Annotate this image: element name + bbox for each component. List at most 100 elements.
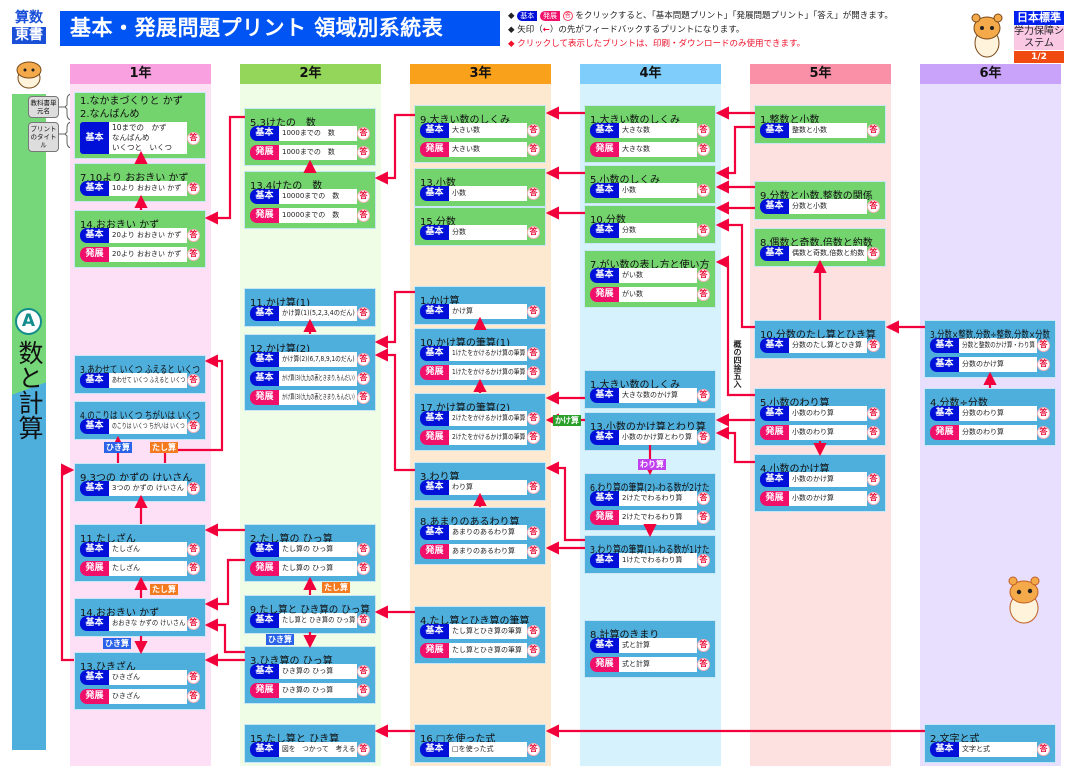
answer-button[interactable]: 答: [527, 545, 540, 558]
answer-button[interactable]: 答: [527, 143, 540, 156]
basic-print-button[interactable]: 基本: [420, 411, 449, 426]
basic-print-button[interactable]: 基本: [420, 186, 449, 201]
basic-print-button[interactable]: 基本: [250, 371, 279, 386]
basic-print-button[interactable]: 基本: [250, 352, 279, 367]
answer-button[interactable]: 答: [867, 407, 880, 420]
answer-button[interactable]: 答: [357, 562, 370, 575]
advanced-print-button[interactable]: 発展: [590, 142, 619, 157]
basic-print-button[interactable]: 基本: [420, 304, 449, 319]
answer-button[interactable]: 答: [527, 412, 540, 425]
answer-button[interactable]: 答: [697, 224, 710, 237]
answer-button[interactable]: 答: [357, 353, 370, 366]
answer-button[interactable]: 答: [357, 209, 370, 222]
advanced-print-button[interactable]: 発展: [590, 510, 619, 525]
answer-button[interactable]: 答: [527, 187, 540, 200]
advanced-print-button[interactable]: 発展: [930, 425, 959, 440]
basic-print-button[interactable]: 基本: [420, 480, 449, 495]
answer-button[interactable]: 答: [187, 248, 200, 261]
answer-button[interactable]: 答: [697, 124, 710, 137]
answer-button[interactable]: 答: [697, 389, 710, 402]
answer-button[interactable]: 答: [357, 391, 370, 404]
answer-button[interactable]: 答: [187, 131, 200, 145]
answer-button[interactable]: 答: [357, 743, 370, 756]
answer-button[interactable]: 答: [187, 543, 200, 556]
advanced-print-button[interactable]: 発展: [80, 561, 109, 576]
answer-button[interactable]: 答: [187, 617, 200, 630]
answer-button[interactable]: 答: [527, 526, 540, 539]
basic-print-button[interactable]: 基本: [420, 624, 449, 639]
advanced-print-button[interactable]: 発展: [760, 425, 789, 440]
basic-print-button[interactable]: 基本: [420, 123, 449, 138]
advanced-print-button[interactable]: 発展: [80, 247, 109, 262]
answer-button[interactable]: 答: [187, 562, 200, 575]
answer-button[interactable]: 答: [527, 644, 540, 657]
answer-button[interactable]: 答: [867, 200, 880, 213]
basic-print-button[interactable]: 基本: [80, 542, 109, 557]
answer-button[interactable]: 答: [527, 366, 540, 379]
answer-button[interactable]: 答: [527, 743, 540, 756]
basic-print-button[interactable]: 基本: [420, 346, 449, 361]
advanced-print-button[interactable]: 発展: [250, 208, 279, 223]
basic-print-button[interactable]: 基本: [590, 638, 619, 653]
answer-button[interactable]: 答: [697, 639, 710, 652]
basic-print-button[interactable]: 基本: [930, 406, 959, 421]
basic-print-button[interactable]: 基本: [590, 553, 619, 568]
basic-print-button[interactable]: 基本: [250, 664, 279, 679]
basic-print-button[interactable]: 基本: [760, 246, 789, 261]
basic-print-button[interactable]: 基本: [80, 616, 109, 631]
basic-print-button[interactable]: 基本: [420, 225, 449, 240]
basic-print-button[interactable]: 基本: [590, 123, 619, 138]
answer-button[interactable]: 答: [527, 124, 540, 137]
answer-button[interactable]: 答: [527, 481, 540, 494]
advanced-print-button[interactable]: 発展: [420, 430, 449, 445]
answer-button[interactable]: 答: [527, 305, 540, 318]
advanced-print-button[interactable]: 発展: [760, 491, 789, 506]
answer-button[interactable]: 答: [697, 511, 710, 524]
answer-button[interactable]: 答: [357, 543, 370, 556]
basic-print-button[interactable]: 基本: [590, 268, 619, 283]
answer-button[interactable]: 答: [1037, 339, 1050, 352]
answer-button[interactable]: 答: [867, 492, 880, 505]
basic-print-button[interactable]: 基本: [80, 373, 109, 388]
basic-print-button[interactable]: 基本: [760, 199, 789, 214]
answer-button[interactable]: 答: [867, 247, 880, 260]
advanced-print-button[interactable]: 発展: [420, 365, 449, 380]
basic-print-button[interactable]: 基本: [760, 338, 789, 353]
answer-button[interactable]: 答: [697, 658, 710, 671]
answer-button[interactable]: 答: [867, 426, 880, 439]
basic-print-button[interactable]: 基本: [930, 357, 959, 372]
answer-button[interactable]: 答: [697, 269, 710, 282]
answer-button[interactable]: 答: [867, 339, 880, 352]
advanced-print-button[interactable]: 発展: [420, 142, 449, 157]
advanced-print-button[interactable]: 発展: [250, 683, 279, 698]
basic-print-button[interactable]: 基本: [590, 388, 619, 403]
answer-button[interactable]: 答: [867, 124, 880, 137]
basic-print-button[interactable]: 基本: [420, 525, 449, 540]
answer-button[interactable]: 答: [697, 492, 710, 505]
advanced-print-button[interactable]: 発展: [250, 390, 279, 405]
answer-button[interactable]: 答: [1037, 743, 1050, 756]
advanced-print-button[interactable]: 発展: [80, 689, 109, 704]
basic-print-button[interactable]: 基本: [760, 123, 789, 138]
basic-print-button[interactable]: 基本: [80, 122, 109, 154]
basic-print-button[interactable]: 基本: [930, 338, 959, 353]
answer-button[interactable]: 答: [1037, 358, 1050, 371]
answer-button[interactable]: 答: [357, 307, 370, 320]
answer-button[interactable]: 答: [1037, 407, 1050, 420]
answer-button[interactable]: 答: [697, 431, 710, 444]
answer-button[interactable]: 答: [187, 671, 200, 684]
basic-print-button[interactable]: 基本: [250, 306, 279, 321]
answer-button[interactable]: 答: [527, 226, 540, 239]
basic-print-button[interactable]: 基本: [250, 613, 279, 628]
advanced-print-button[interactable]: 発展: [590, 287, 619, 302]
answer-button[interactable]: 答: [187, 690, 200, 703]
basic-print-button[interactable]: 基本: [250, 189, 279, 204]
basic-print-button[interactable]: 基本: [760, 472, 789, 487]
answer-button[interactable]: 答: [697, 184, 710, 197]
answer-button[interactable]: 答: [357, 684, 370, 697]
answer-button[interactable]: 答: [867, 473, 880, 486]
advanced-print-button[interactable]: 発展: [590, 657, 619, 672]
basic-print-button[interactable]: 基本: [590, 491, 619, 506]
answer-button[interactable]: 答: [527, 347, 540, 360]
basic-print-button[interactable]: 基本: [80, 670, 109, 685]
